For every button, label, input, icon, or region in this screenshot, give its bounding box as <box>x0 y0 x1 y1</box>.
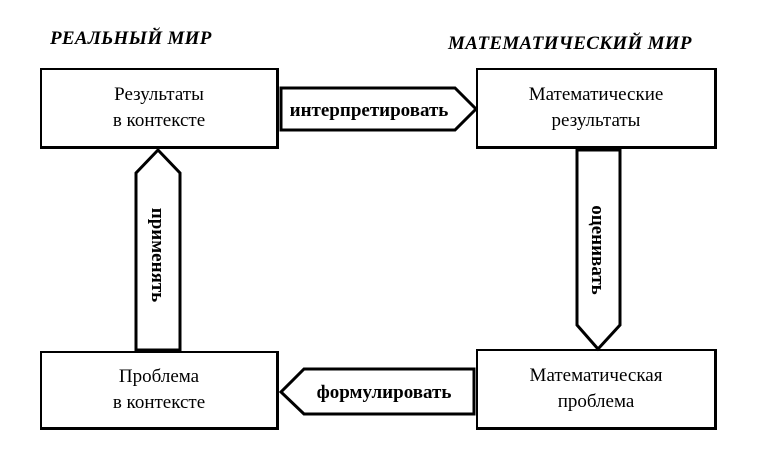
math-results-line1: Математические <box>528 84 664 105</box>
math-problem-box: Математическая проблема <box>476 349 717 430</box>
math-world-heading: МАТЕМАТИЧЕСКИЙ МИР <box>448 33 692 54</box>
real-world-heading: РЕАЛЬНЫЙ МИР <box>50 28 212 49</box>
results-in-context-line2: в контексте <box>112 110 206 131</box>
formulate-label: формулировать <box>317 382 452 403</box>
interpret-label: интерпретировать <box>290 100 449 121</box>
apply-arrow: применять <box>134 147 182 352</box>
problem-in-context-box: Проблема в контексте <box>40 351 279 430</box>
problem-in-context-line1: Проблема <box>118 366 200 387</box>
results-in-context-line1: Результаты <box>114 84 204 105</box>
results-in-context-box: Результаты в контексте <box>40 68 279 149</box>
apply-label: применять <box>147 208 168 302</box>
math-problem-line2: проблема <box>557 391 635 412</box>
formulate-arrow: формулировать <box>278 367 476 416</box>
math-problem-line1: Математическая <box>529 365 663 386</box>
evaluate-label: оценивать <box>587 205 608 294</box>
math-results-box: Математические результаты <box>476 68 717 149</box>
evaluate-arrow: оценивать <box>575 148 622 352</box>
math-results-line2: результаты <box>551 110 641 131</box>
interpret-arrow: интерпретировать <box>279 86 479 132</box>
problem-in-context-line2: в контексте <box>112 392 206 413</box>
